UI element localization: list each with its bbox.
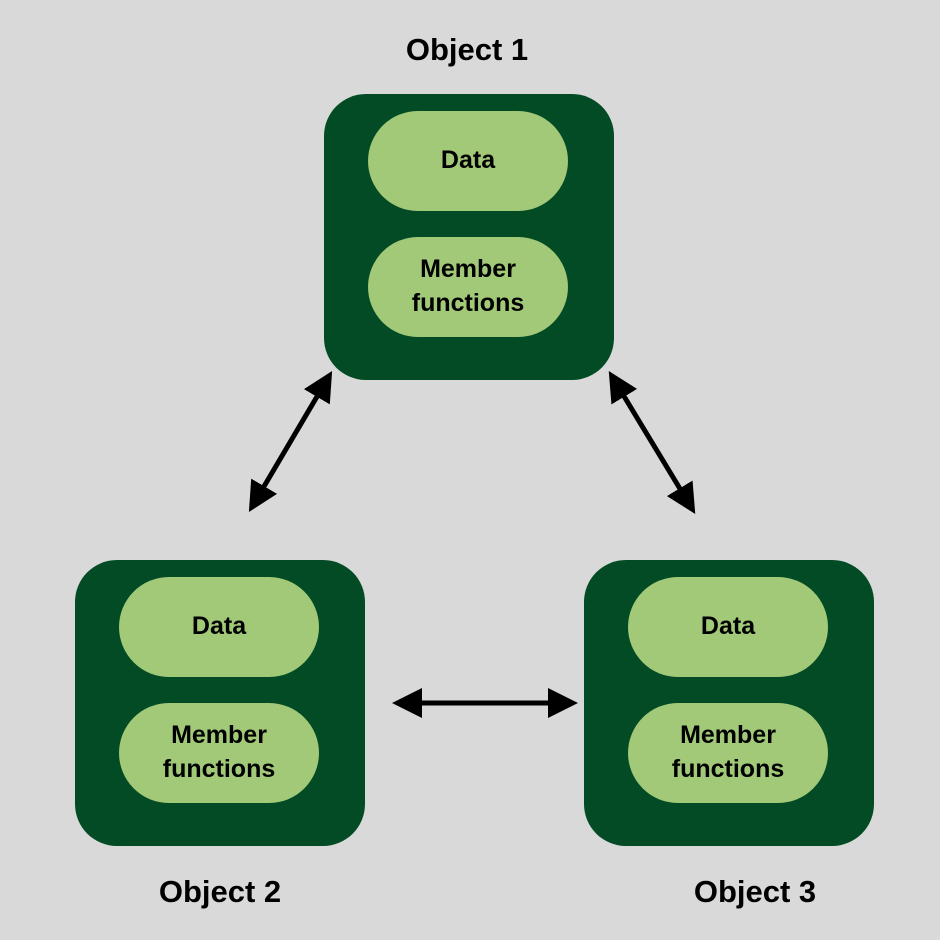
object-1-member-label-line1: Member [420,255,516,284]
arrow-object1-object3 [608,371,696,514]
object-3-member-label-line1: Member [680,721,776,750]
object-1-box: Data Member functions [324,94,614,380]
object-1-data-label: Data [440,146,496,175]
object-1-member-label-line2: functions [411,289,525,317]
object-2-data-pill: Data [119,577,319,677]
object-3-member-label-line2: functions [671,755,785,783]
object-3-member-functions-pill: Member functions [628,703,828,803]
object-1-data-pill: Data [368,111,568,211]
object-3-data-label: Data [700,612,756,641]
object-2-box: Data Member functions [75,560,365,846]
object-3-box: Data Member functions [584,560,874,846]
object-1-member-functions-pill: Member functions [368,237,568,337]
object-2-data-label: Data [191,612,247,641]
object-2-member-label-line1: Member [171,721,267,750]
object-1-title: Object 1 [405,32,529,67]
object-2-member-functions-pill: Member functions [119,703,319,803]
object-3-data-pill: Data [628,577,828,677]
arrow-object1-object2 [248,370,333,513]
object-3-title: Object 3 [693,874,817,909]
object-2-title: Object 2 [158,874,282,909]
object-2-member-label-line2: functions [162,755,276,783]
